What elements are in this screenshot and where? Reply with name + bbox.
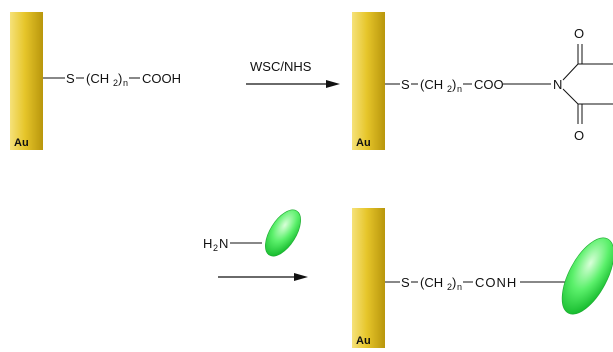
protein-ellipse-2: [561, 237, 613, 315]
sulfur-1: S: [66, 71, 75, 86]
surface-2: Au: [352, 12, 385, 150]
au-label-3: Au: [356, 335, 371, 347]
chain-sub2-2: 2: [447, 84, 452, 94]
sulfur-2: S: [401, 77, 410, 92]
amine-sub2: 2: [213, 243, 218, 253]
acid-group: COOH: [142, 71, 181, 86]
gold-surface-1: [10, 12, 43, 150]
gold-surface-2: [352, 12, 385, 150]
surface-1: Au: [10, 12, 43, 150]
au-label-1: Au: [14, 137, 29, 149]
chain-sub2-1: 2: [113, 78, 118, 88]
nhs-oxygen-top: O: [574, 26, 584, 41]
chain-close-1: ): [118, 71, 122, 86]
molecule-ester: S (CH 2 ) n COO N O O: [385, 26, 613, 143]
surface-3: Au: [352, 208, 385, 348]
gold-surface-3: [352, 208, 385, 348]
chain-subn-1: n: [123, 78, 128, 88]
chain-open-3: (CH: [420, 275, 443, 290]
arrow-2: [218, 273, 308, 281]
chain-open-1: (CH: [86, 71, 109, 86]
amine-n: N: [219, 236, 228, 251]
chain-sub2-3: 2: [447, 282, 452, 292]
amide-group: CONH: [475, 275, 517, 290]
ester-group: COO: [474, 77, 504, 92]
chain-subn-3: n: [457, 282, 462, 292]
amine-reagent: H 2 N: [203, 209, 301, 257]
chain-close-2: ): [452, 77, 456, 92]
reagent-label: WSC/NHS: [250, 59, 312, 74]
nhs-oxygen-bottom: O: [574, 128, 584, 143]
protein-ellipse-1: [265, 209, 301, 257]
amine-h: H: [203, 236, 212, 251]
chain-subn-2: n: [457, 84, 462, 94]
au-label-2: Au: [356, 137, 371, 149]
chain-open-2: (CH: [420, 77, 443, 92]
chain-close-3: ): [452, 275, 456, 290]
molecule-acid: S (CH 2 ) n COOH: [43, 71, 181, 88]
sulfur-3: S: [401, 275, 410, 290]
nhs-nitrogen: N: [553, 77, 562, 92]
arrow-1: WSC/NHS: [246, 59, 340, 88]
molecule-amide: S (CH 2 ) n CONH: [385, 237, 613, 315]
